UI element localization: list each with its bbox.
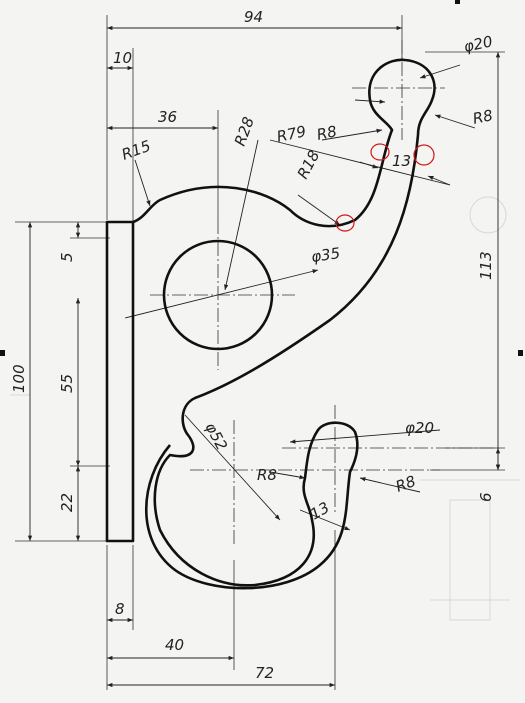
dim-hole-35: φ35: [310, 244, 341, 266]
dim-5: 5: [58, 252, 76, 262]
dim-22: 22: [58, 493, 76, 512]
dim-r15: R15: [119, 137, 153, 164]
dim-10: 10: [113, 49, 132, 67]
dim-55: 55: [58, 374, 76, 393]
dim-r8-bottom-left: R8: [257, 466, 277, 484]
dim-r28: R28: [231, 114, 258, 148]
dim-36: 36: [158, 108, 177, 126]
dimension-lines: [27, 25, 501, 688]
dim-6: 6: [477, 492, 495, 502]
dim-72: 72: [255, 664, 274, 682]
dim-8: 8: [115, 600, 125, 618]
dim-r79: R79: [275, 122, 308, 146]
dim-bolt-hole-top: φ20: [462, 32, 494, 56]
hook-outline: [105, 58, 436, 590]
sheet-corner-marks: [0, 0, 523, 356]
dim-r8-top-left: R8: [315, 122, 338, 144]
dim-bottom-hole: φ20: [405, 419, 434, 437]
dim-94: 94: [244, 8, 263, 26]
dim-thickness-13-top: 13: [392, 152, 411, 170]
dimension-labels: 94 10 36 φ20 R15 R28 R79 R8 R8 R18 13 φ3…: [10, 8, 495, 682]
markup-circles: [335, 143, 435, 232]
dim-113: 113: [477, 251, 495, 280]
extension-lines: [15, 15, 505, 690]
dim-r8-bottom-right: R8: [393, 472, 418, 496]
dim-r8-top-right: R8: [471, 106, 494, 128]
background-ghost-lines: [10, 196, 520, 621]
centerlines: [150, 40, 500, 545]
dim-100: 100: [10, 364, 28, 393]
dim-40: 40: [165, 636, 184, 654]
dim-arc-52: φ52: [201, 419, 231, 453]
